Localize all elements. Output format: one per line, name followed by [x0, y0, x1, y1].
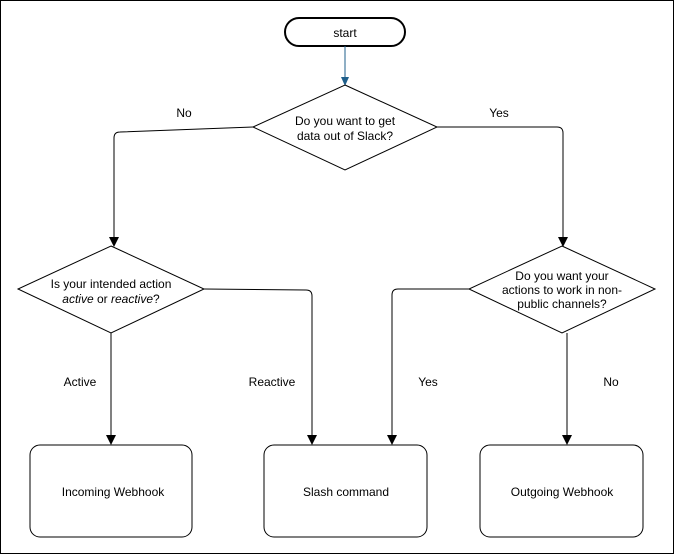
start-label: start [333, 26, 357, 40]
decision-data-out-line2: data out of Slack? [297, 129, 393, 143]
decision-active-word-active: active [62, 292, 94, 306]
edge-yes-arrowhead [558, 237, 568, 247]
decision-active-qmark: ? [153, 292, 160, 306]
result-incoming-webhook [29, 444, 193, 538]
edge-yes [437, 126, 564, 238]
edge-no [113, 126, 254, 238]
edge-yes-public-arrowhead [387, 435, 397, 445]
result-incoming-webhook-label: Incoming Webhook [62, 485, 166, 499]
decision-data-out-line1: Do you want to get [295, 114, 396, 128]
edge-reactive-label: Reactive [249, 375, 296, 389]
edge-active-label: Active [64, 375, 97, 389]
edge-yes-public [391, 288, 469, 436]
decision-public-channels [467, 245, 657, 334]
decision-data-out [251, 84, 439, 171]
edge-no-public-arrowhead [562, 435, 572, 445]
decision-active-word-reactive: reactive [111, 292, 153, 306]
edge-active-arrowhead [106, 435, 116, 445]
edge-reactive [203, 288, 313, 436]
result-slash-command [263, 444, 428, 538]
edge-start-arrowhead [341, 77, 349, 86]
result-outgoing-webhook-label: Outgoing Webhook [511, 485, 615, 499]
edge-yes-public-label: Yes [418, 375, 438, 389]
edge-reactive-arrowhead [307, 435, 317, 445]
decision-active-word-or: or [94, 292, 111, 306]
edge-no-arrowhead [109, 237, 119, 247]
decision-active-line2: active or reactive? [62, 292, 160, 306]
result-slash-command-label: Slash command [303, 485, 389, 499]
decision-active-line1: Is your intended action [51, 277, 172, 291]
edge-yes-label: Yes [489, 106, 509, 120]
edge-no-label: No [176, 106, 192, 120]
edge-no-public-label: No [603, 375, 619, 389]
decision-public-line3: public channels? [517, 297, 607, 311]
decision-public-line2: actions to work in non- [502, 283, 622, 297]
result-outgoing-webhook [479, 444, 644, 538]
decision-public-line1: Do you want your [515, 269, 608, 283]
